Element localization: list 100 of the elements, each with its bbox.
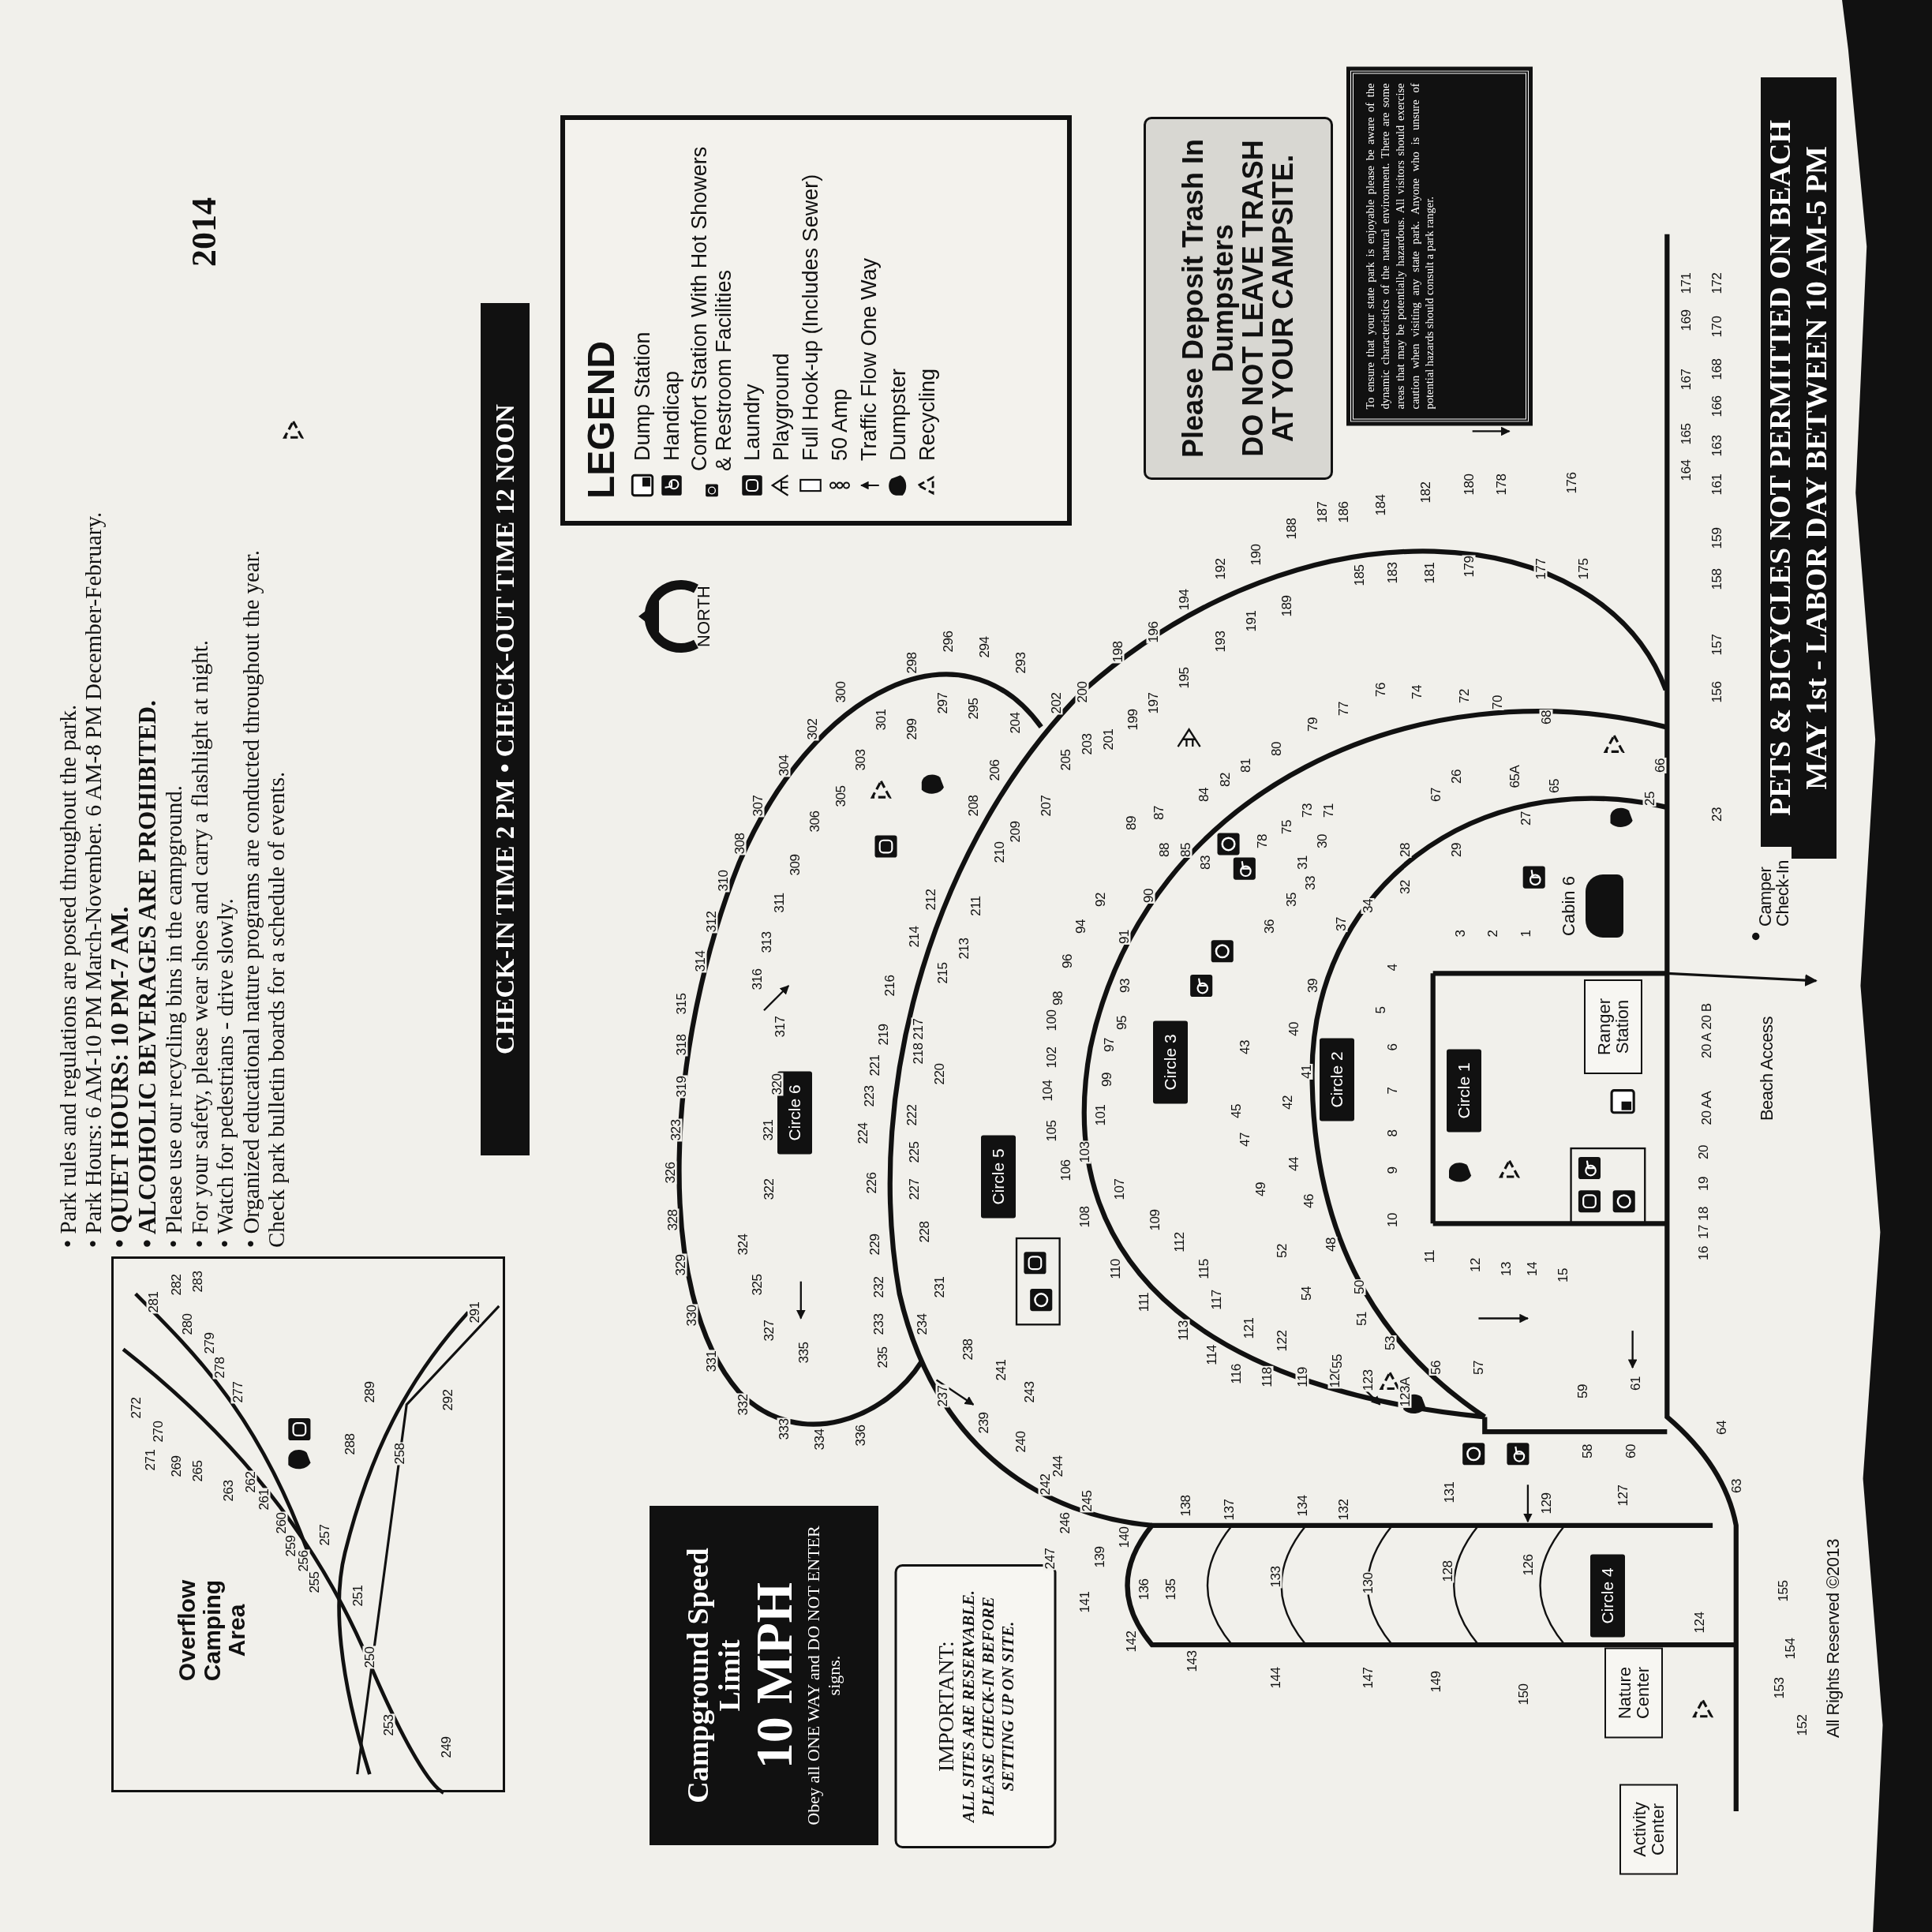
site-number: 243	[1022, 1380, 1036, 1404]
site-number: 156	[1709, 680, 1724, 704]
legend-title: LEGEND	[578, 339, 623, 499]
site-number: 101	[1093, 1103, 1107, 1127]
site-number: 175	[1576, 557, 1590, 581]
compass-label: NORTH	[693, 584, 714, 649]
site-number: 144	[1268, 1666, 1282, 1690]
site-number: 53	[1383, 1335, 1397, 1351]
site-number: 90	[1141, 888, 1155, 904]
site-number: 54	[1299, 1286, 1313, 1302]
legend-text: Recycling	[915, 368, 939, 461]
site-number: 279	[202, 1331, 216, 1355]
site-number: 127	[1616, 1484, 1630, 1507]
site-number: 15	[1556, 1267, 1570, 1283]
site-number: 321	[761, 1118, 775, 1142]
site-number: 40	[1286, 1020, 1301, 1037]
site-number: 12	[1468, 1257, 1482, 1274]
site-number: 39	[1305, 978, 1320, 994]
site-number: 282	[169, 1273, 183, 1297]
site-number: 94	[1073, 919, 1088, 934]
site-number: 99	[1099, 1071, 1114, 1088]
rule-text: • Watch for pedestrians - drive slowly.	[212, 897, 238, 1248]
site-number: 71	[1321, 803, 1335, 819]
site-number: 305	[833, 784, 848, 807]
site-number: 27	[1518, 810, 1533, 826]
site-number: 253	[381, 1713, 395, 1737]
site-number: 51	[1354, 1310, 1368, 1327]
site-number: 133	[1268, 1565, 1282, 1589]
site-number: 57	[1471, 1360, 1485, 1376]
site-number: 319	[674, 1075, 688, 1099]
site-number: 1	[1518, 929, 1533, 938]
legend-text: Full Hook-up (Includes Sewer)	[798, 174, 822, 461]
site-number: 201	[1101, 728, 1115, 751]
site-number: 272	[129, 1397, 143, 1420]
site-number: 256	[296, 1549, 310, 1573]
rule-text: • Park Hours: 6 AM-10 PM March-November. 6 AM-8 PM December-February.	[80, 511, 107, 1248]
site-number: 2	[1485, 929, 1500, 938]
warning-text: PETS & BICYCLES NOT PERMITTED ON BEACH	[1762, 120, 1798, 817]
site-number: 107	[1112, 1178, 1126, 1200]
circle-tag: Circle 4	[1590, 1554, 1626, 1638]
site-number: 123	[1361, 1368, 1375, 1391]
site-number: 47	[1237, 1132, 1252, 1148]
place-label: Camper Check-In	[1757, 847, 1792, 928]
site-number: 167	[1679, 368, 1693, 391]
site-number: 25	[1642, 790, 1657, 807]
site-number: 197	[1146, 692, 1160, 715]
site-number: 228	[917, 1220, 931, 1244]
site-number: 44	[1286, 1156, 1301, 1173]
site-number: 46	[1301, 1193, 1316, 1210]
site-number: 20 A	[1699, 1032, 1713, 1060]
site-number: 155	[1776, 1579, 1790, 1602]
site-number: 335	[796, 1341, 811, 1365]
speed-value: 10 MPH	[746, 1582, 803, 1769]
copyright-text: All Rights Reserved ©2013	[1825, 1538, 1843, 1739]
site-number: 288	[343, 1432, 357, 1456]
site-number: 111	[1136, 1292, 1151, 1313]
site-number: 20 B	[1699, 1002, 1713, 1031]
site-number: 292	[440, 1388, 455, 1411]
site-number: 191	[1244, 609, 1258, 633]
site-number: 80	[1269, 741, 1283, 758]
site-number: 296	[941, 630, 955, 653]
site-number: 330	[684, 1304, 698, 1327]
site-number: 58	[1580, 1443, 1594, 1460]
site-number: 242	[1038, 1473, 1052, 1496]
inset-map-panel	[110, 1256, 506, 1792]
site-number: 195	[1177, 666, 1191, 690]
legend-text: Playground	[769, 353, 793, 461]
site-number: 207	[1039, 794, 1053, 818]
notice-panel	[1144, 116, 1333, 480]
site-number: 184	[1373, 493, 1387, 517]
site-number: 181	[1422, 561, 1436, 585]
site-number: 142	[1124, 1630, 1138, 1653]
site-number: 185	[1352, 564, 1366, 587]
legend-text: Dump Station	[630, 331, 654, 461]
site-number: 8	[1385, 1129, 1399, 1138]
site-number: 6	[1385, 1043, 1399, 1052]
site-number: 283	[190, 1270, 204, 1294]
site-number: 168	[1709, 358, 1724, 381]
site-number: 269	[169, 1455, 183, 1478]
site-number: 81	[1238, 757, 1252, 773]
site-number: 23	[1709, 807, 1724, 822]
site-number: 176	[1564, 471, 1578, 495]
site-number: 37	[1334, 915, 1348, 932]
site-number: 157	[1709, 633, 1724, 656]
site-number: 34	[1361, 897, 1375, 914]
site-number: 33	[1303, 875, 1317, 892]
site-number: 303	[853, 748, 867, 772]
site-number: 42	[1280, 1095, 1294, 1111]
site-number: 190	[1249, 543, 1263, 566]
site-number: 234	[915, 1312, 929, 1336]
site-number: 299	[904, 717, 919, 741]
site-number: 327	[762, 1319, 776, 1342]
site-number: 241	[994, 1358, 1008, 1382]
site-number: 152	[1795, 1713, 1808, 1737]
sign-heading: Campground Speed Limit	[683, 1547, 747, 1805]
site-number: 226	[864, 1171, 878, 1195]
site-number: 59	[1575, 1383, 1589, 1399]
site-number: 177	[1533, 557, 1547, 581]
circle-tag: Circle 3	[1153, 1020, 1189, 1104]
site-number: 302	[805, 717, 819, 741]
